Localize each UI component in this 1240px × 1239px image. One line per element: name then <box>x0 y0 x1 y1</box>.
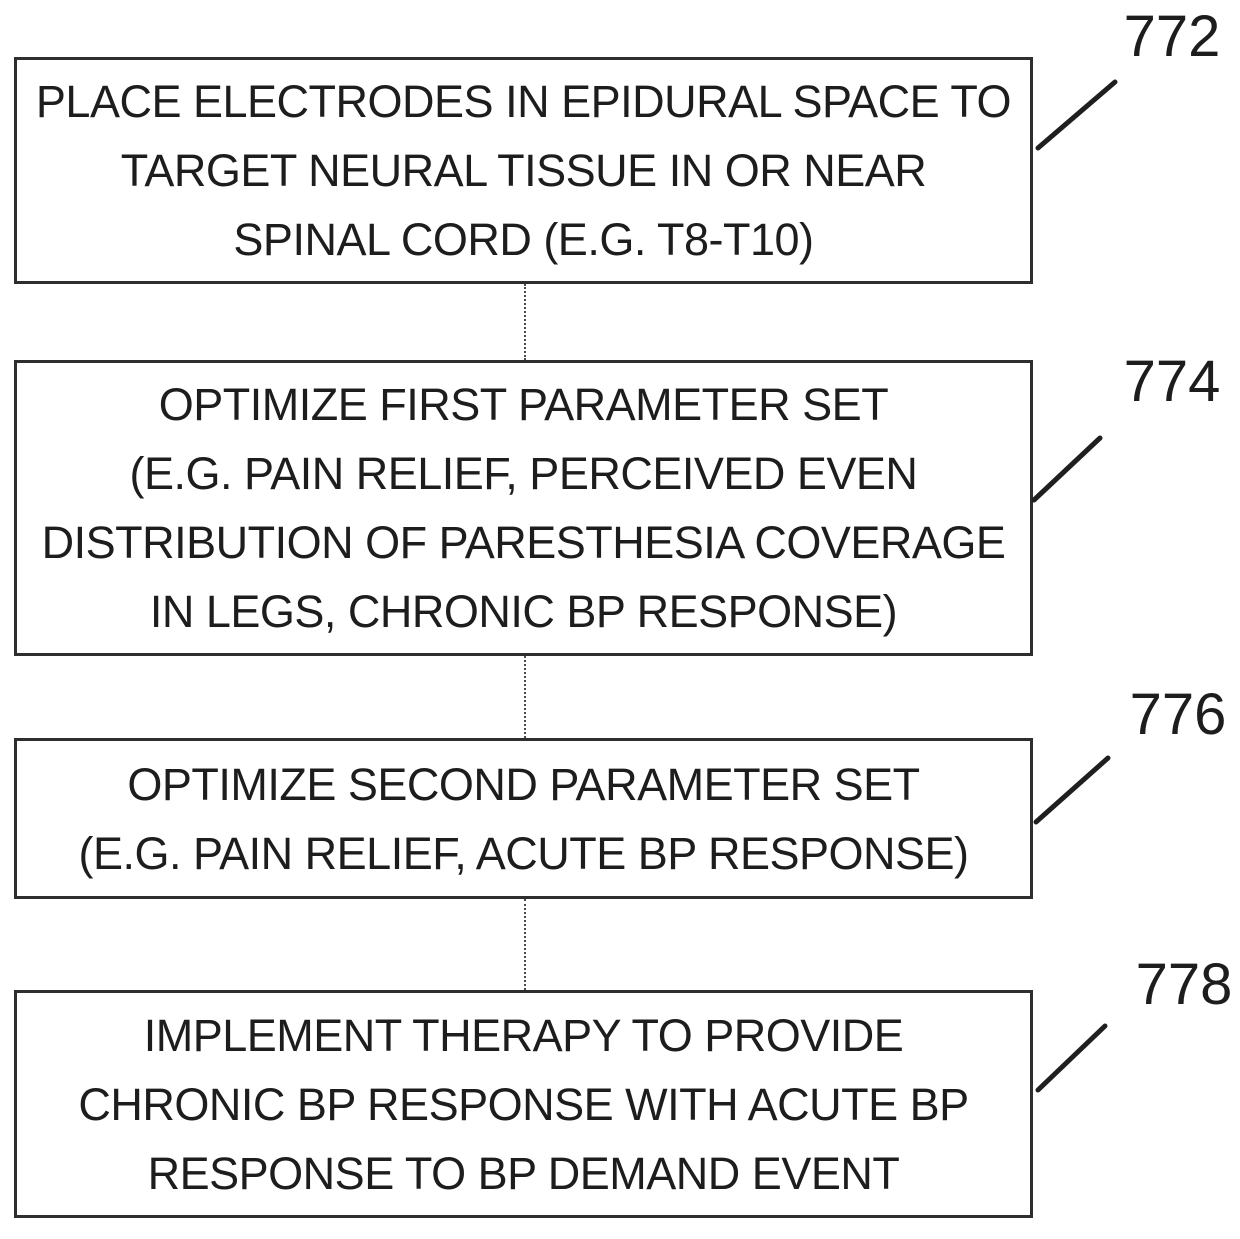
connector-step3-step4 <box>524 899 526 990</box>
connector-step1-step2 <box>524 284 526 360</box>
step-box-text: OPTIMIZE FIRST PARAMETER SET (E.G. PAIN … <box>41 379 1006 637</box>
ref-label-776: 776 <box>1129 682 1227 747</box>
step-box-text: PLACE ELECTRODES IN EPIDURAL SPACE TO TA… <box>35 76 1012 265</box>
leader-line-778 <box>1035 1023 1108 1093</box>
leader-line-774 <box>1031 435 1103 503</box>
step-box-place-electrodes: PLACE ELECTRODES IN EPIDURAL SPACE TO TA… <box>14 57 1033 284</box>
step-box-optimize-first-parameter-set: OPTIMIZE FIRST PARAMETER SET (E.G. PAIN … <box>14 360 1033 656</box>
leader-line-772 <box>1035 79 1118 151</box>
leader-line-776 <box>1033 755 1111 825</box>
step-box-text: IMPLEMENT THERAPY TO PROVIDE CHRONIC BP … <box>78 1009 969 1199</box>
step-box-text: OPTIMIZE SECOND PARAMETER SET (E.G. PAIN… <box>78 758 969 879</box>
ref-label-772: 772 <box>1123 4 1221 69</box>
ref-label-774: 774 <box>1123 349 1221 414</box>
ref-label-778: 778 <box>1135 952 1233 1017</box>
step-box-implement-therapy: IMPLEMENT THERAPY TO PROVIDE CHRONIC BP … <box>14 990 1033 1218</box>
connector-step2-step3 <box>524 656 526 738</box>
step-box-optimize-second-parameter-set: OPTIMIZE SECOND PARAMETER SET (E.G. PAIN… <box>14 738 1033 899</box>
